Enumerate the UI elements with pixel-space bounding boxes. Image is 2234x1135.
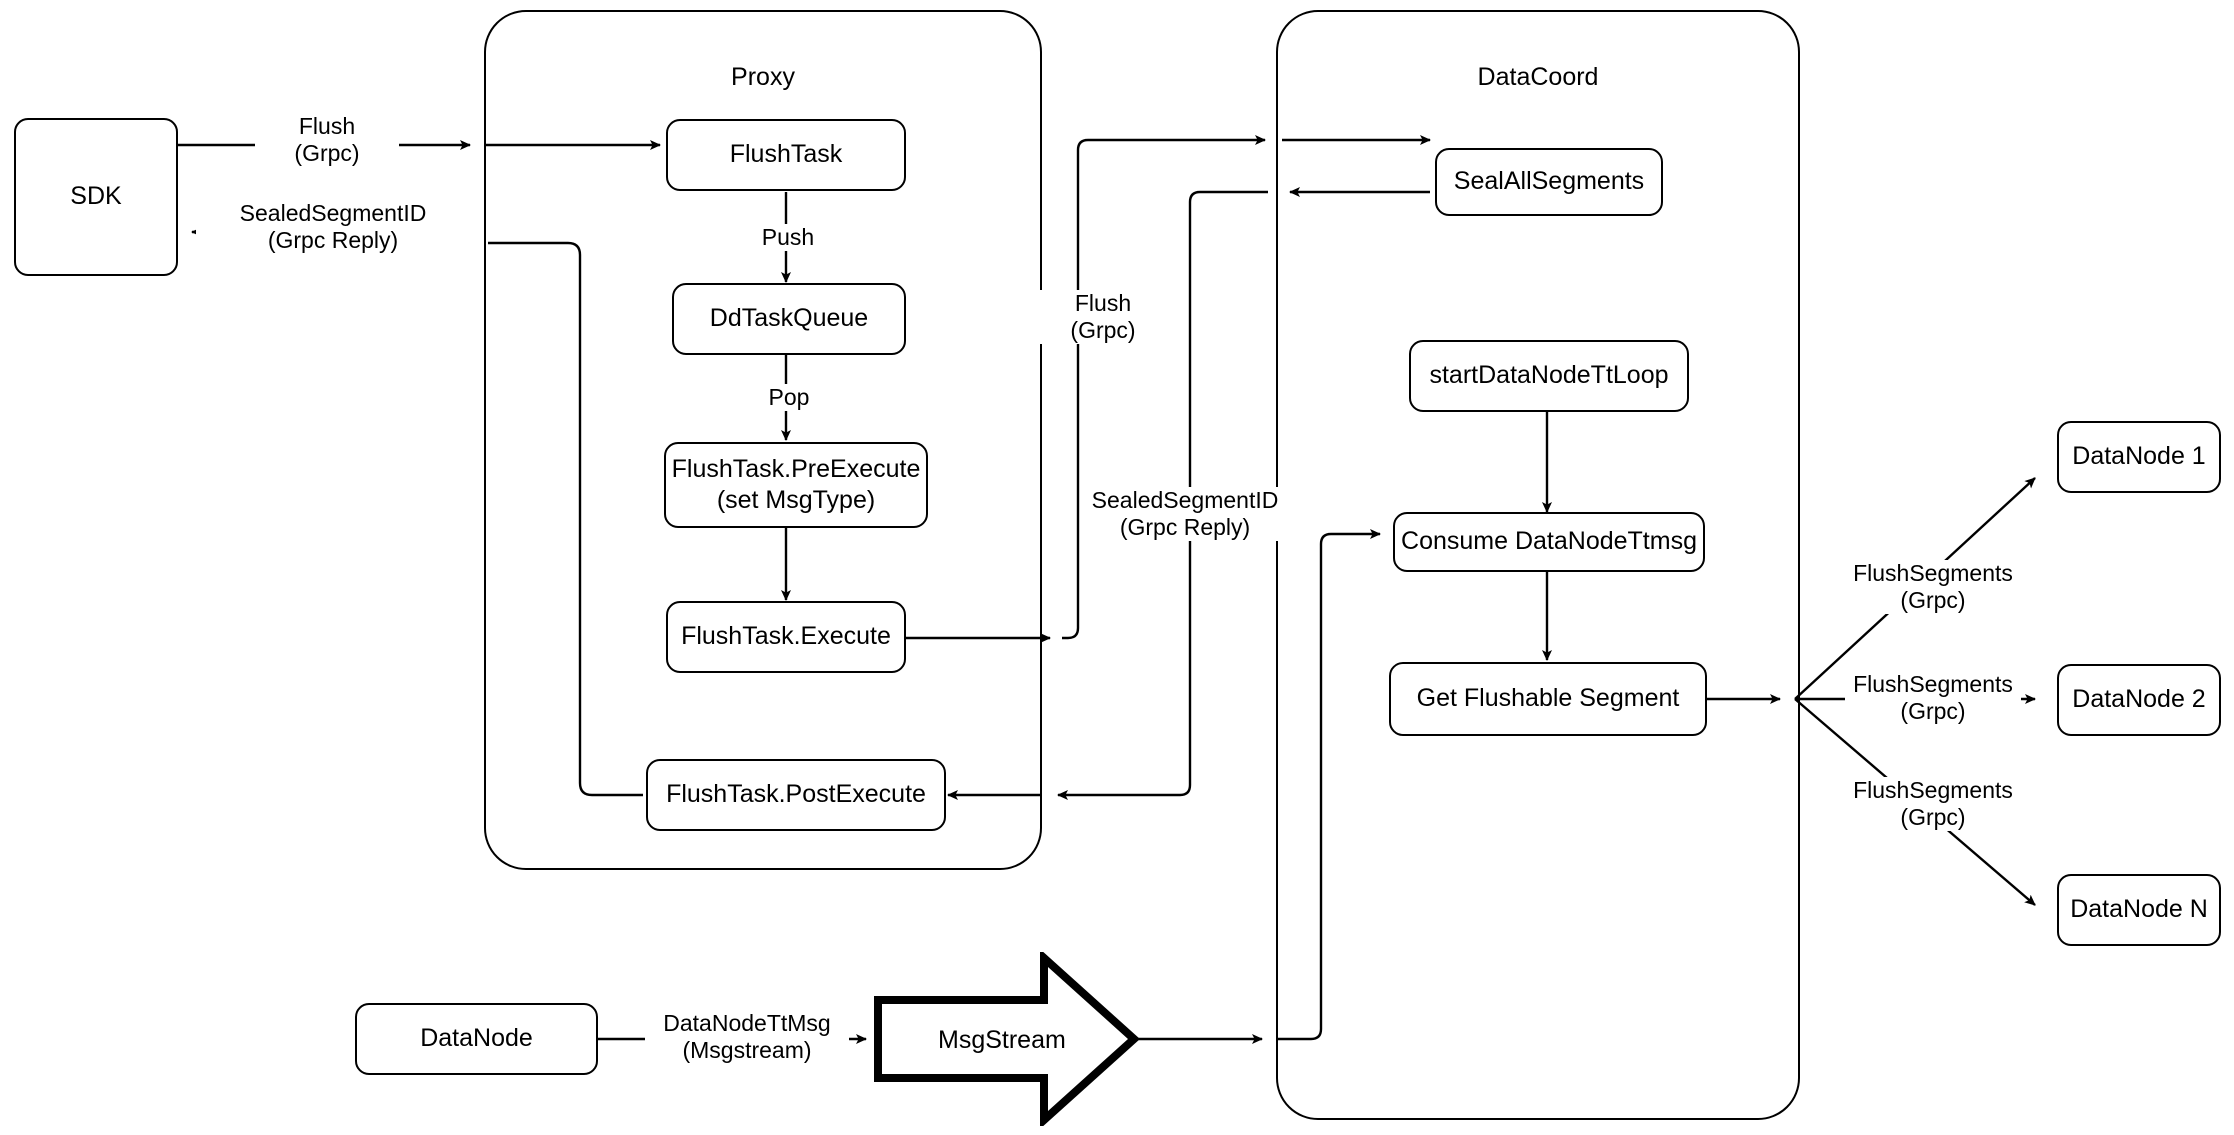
edge-label-flushsegments-n: FlushSegments (Grpc)	[1845, 777, 2021, 832]
edge-label-push: Push	[740, 224, 836, 252]
msgstream-label: MsgStream	[938, 1026, 1066, 1054]
node-ddtaskqueue[interactable]: DdTaskQueue	[672, 283, 906, 355]
node-datanode-n[interactable]: DataNode N	[2057, 874, 2221, 946]
node-datanode-1[interactable]: DataNode 1	[2057, 421, 2221, 493]
edge-label-flushsegments-1: FlushSegments (Grpc)	[1845, 560, 2021, 615]
edge-label-proxy-to-datacoord: Flush (Grpc)	[1035, 290, 1171, 345]
edge-label-flushsegments-2: FlushSegments (Grpc)	[1845, 671, 2021, 726]
node-startdatanodettloop[interactable]: startDataNodeTtLoop	[1409, 340, 1689, 412]
edge-label-datacoord-to-proxy: SealedSegmentID (Grpc Reply)	[1086, 487, 1284, 542]
node-flushtask-execute[interactable]: FlushTask.Execute	[666, 601, 906, 673]
node-flushtask-preexecute[interactable]: FlushTask.PreExecute (set MsgType)	[664, 442, 928, 528]
node-sealallsegments[interactable]: SealAllSegments	[1435, 148, 1663, 216]
proxy-container	[484, 10, 1042, 870]
msgstream-arrow-icon	[874, 949, 1140, 1129]
edge-label-pop: Pop	[748, 384, 830, 412]
msgstream-shape[interactable]	[874, 949, 1140, 1129]
datacoord-container-title: DataCoord	[1477, 63, 1599, 91]
edge-label-proxy-to-sdk: SealedSegmentID (Grpc Reply)	[196, 200, 470, 255]
node-sdk[interactable]: SDK	[14, 118, 178, 276]
node-flushtask-postexecute[interactable]: FlushTask.PostExecute	[646, 759, 946, 831]
node-flushtask[interactable]: FlushTask	[666, 119, 906, 191]
proxy-container-title: Proxy	[731, 63, 795, 91]
node-datanode-bottom[interactable]: DataNode	[355, 1003, 598, 1075]
edge-label-datanodettmsg: DataNodeTtMsg (Msgstream)	[645, 1010, 849, 1065]
node-get-flushable-segment[interactable]: Get Flushable Segment	[1389, 662, 1707, 736]
node-datanode-2[interactable]: DataNode 2	[2057, 664, 2221, 736]
node-consume-datanodettmsg[interactable]: Consume DataNodeTtmsg	[1393, 512, 1705, 572]
edge-label-sdk-to-proxy: Flush (Grpc)	[255, 113, 399, 168]
